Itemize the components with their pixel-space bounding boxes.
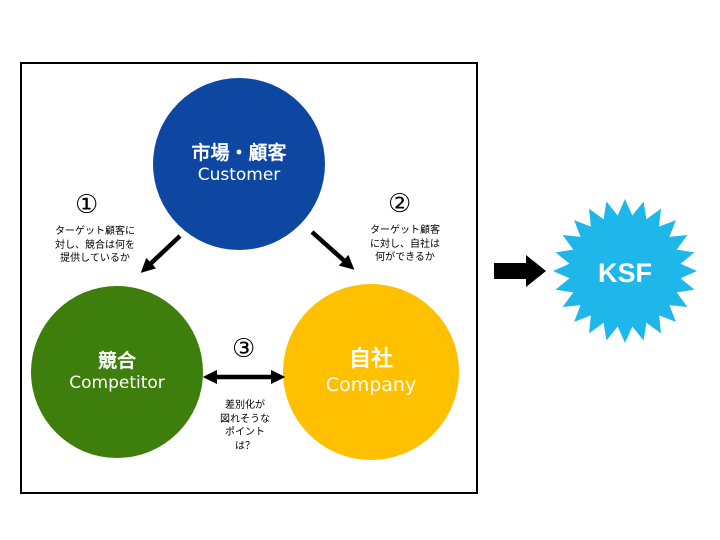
company-title-jp: 自社 (348, 347, 393, 373)
marker-two: ② (388, 189, 412, 219)
marker-one: ① (75, 190, 99, 220)
note-differentiation: 差別化が 図れそうな ポイント は？ (220, 400, 270, 452)
note-competitor-offer: ターゲット顧客に 対し、競合は何を 提供しているか (55, 226, 135, 264)
customer-title-jp: 市場・顧客 (191, 142, 287, 165)
company-title-en: Company (325, 373, 417, 396)
ksf-label: KSF (598, 258, 652, 288)
block-arrow-to-ksf (494, 255, 546, 287)
arrow-customer-to-competitor (140, 234, 182, 273)
ksf-burst-shape (553, 199, 697, 343)
note-company-capability: ターゲット顧客 に対し、自社は 何ができるか (370, 225, 440, 263)
customer-circle: 市場・顧客 Customer (153, 78, 325, 250)
competitor-circle: 競合 Competitor (31, 286, 203, 458)
marker-three: ③ (232, 334, 256, 364)
arrow-customer-to-company (310, 230, 355, 270)
diagram-frame (20, 62, 478, 494)
company-circle: 自社 Company (283, 284, 459, 460)
customer-title-en: Customer (197, 165, 281, 186)
competitor-title-jp: 競合 (97, 350, 136, 373)
competitor-title-en: Competitor (69, 373, 165, 394)
